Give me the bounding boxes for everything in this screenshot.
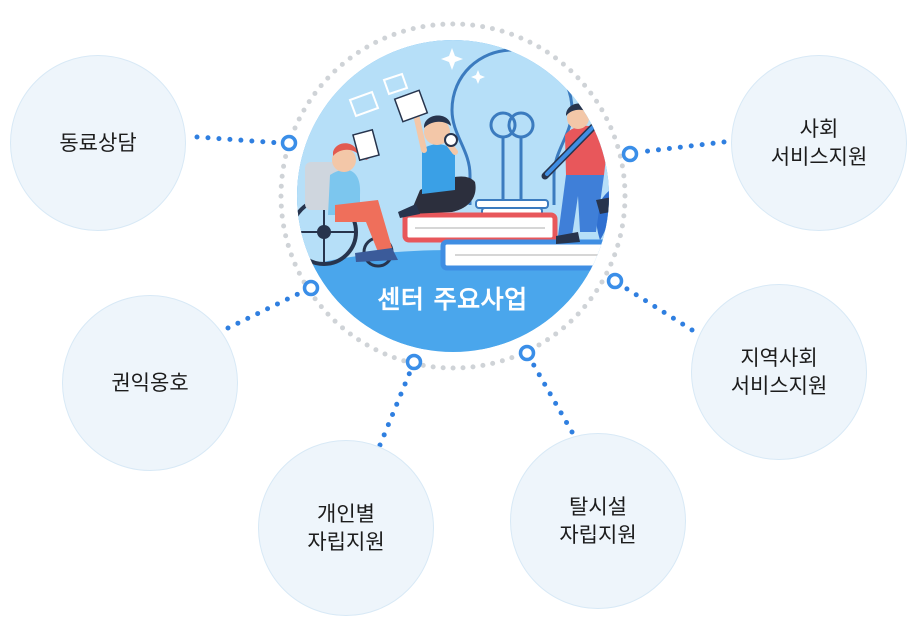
connector-lines bbox=[194, 134, 727, 448]
node-deinstitutionalization[interactable]: 탈시설 자립지원 bbox=[510, 433, 686, 609]
node-label: 사회 bbox=[799, 117, 839, 141]
connector-deinstitutionalization bbox=[529, 359, 575, 435]
paper-sheet-icon bbox=[348, 90, 380, 118]
connector-peer-counseling bbox=[194, 134, 283, 146]
magnifier-icon bbox=[444, 133, 458, 147]
endpoint-community-social-service bbox=[606, 272, 624, 290]
endpoint-social-service bbox=[621, 145, 639, 163]
sparkle-icon bbox=[471, 70, 485, 84]
center-title: 센터 주요사업 bbox=[377, 285, 528, 314]
node-label: 자립지원 bbox=[559, 523, 637, 547]
sparkle-icon bbox=[441, 48, 463, 70]
node-label: 서비스지원 bbox=[730, 374, 828, 398]
paper-sheet-icon bbox=[382, 72, 409, 96]
node-social-service[interactable]: 사회 서비스지원 bbox=[731, 55, 907, 231]
endpoint-rights-advocacy bbox=[302, 279, 320, 297]
endpoint-deinstitutionalization bbox=[518, 344, 536, 362]
node-rights-advocacy[interactable]: 권익옹호 bbox=[62, 295, 238, 471]
person-wheelchair-illustration bbox=[297, 128, 398, 268]
node-label: 동료상담 bbox=[59, 131, 137, 155]
endpoint-peer-counseling bbox=[280, 134, 298, 152]
node-label: 개인별 bbox=[317, 502, 375, 526]
node-label: 지역사회 bbox=[740, 346, 818, 370]
endpoint-individual-independence bbox=[405, 353, 423, 371]
connector-community-social-service bbox=[621, 284, 695, 333]
node-community-social-service[interactable]: 지역사회 서비스지원 bbox=[691, 284, 867, 460]
connector-individual-independence bbox=[377, 369, 413, 448]
node-label: 서비스지원 bbox=[770, 145, 868, 169]
dotted-ring bbox=[278, 21, 628, 371]
connector-endpoints bbox=[280, 134, 639, 371]
node-peer-counseling[interactable]: 동료상담 bbox=[10, 55, 186, 231]
connector-social-service bbox=[637, 139, 727, 155]
node-label: 탈시설 bbox=[569, 495, 627, 519]
node-label: 권익옹호 bbox=[111, 371, 189, 395]
connector-rights-advocacy bbox=[225, 289, 305, 331]
person-sitting-illustration bbox=[393, 89, 476, 218]
node-individual-independence[interactable]: 개인별 자립지원 bbox=[258, 440, 434, 616]
person-standing-illustration bbox=[541, 103, 609, 244]
node-label: 자립지원 bbox=[307, 530, 385, 554]
